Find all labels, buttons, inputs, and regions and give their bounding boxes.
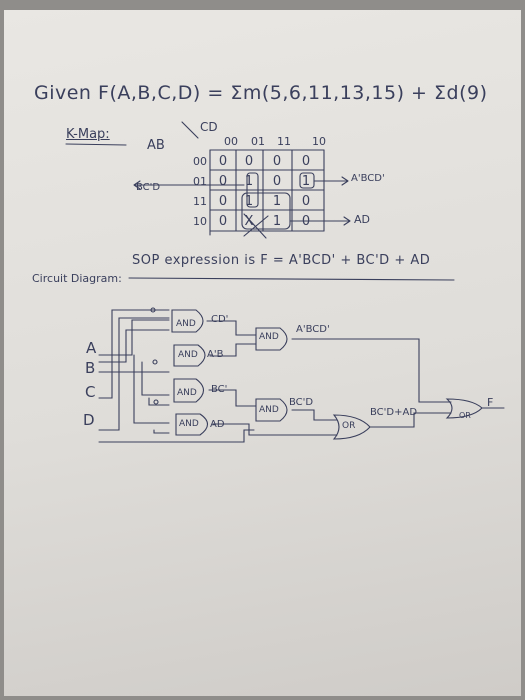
kmap-cell: 0 bbox=[218, 174, 228, 189]
kmap-cell: 0 bbox=[218, 214, 228, 229]
paper-sheet: Given F(A,B,C,D) = Σm(5,6,11,13,15) + Σd… bbox=[4, 10, 521, 696]
dont-care-cross bbox=[243, 213, 269, 239]
and-gate-4 bbox=[175, 413, 209, 436]
group-bcd-loop bbox=[246, 172, 259, 208]
and-gate-1 bbox=[171, 309, 204, 333]
and-gate-4-label: AND bbox=[179, 419, 199, 429]
kmap-col-header: 10 bbox=[312, 135, 326, 148]
output-f-label: F bbox=[487, 396, 494, 409]
kmap-diagonal bbox=[181, 121, 199, 139]
inverter-bubble bbox=[153, 399, 159, 405]
kmap-cell: 1 bbox=[272, 214, 282, 229]
kmap-cell: 0 bbox=[301, 194, 311, 209]
problem-title: Given F(A,B,C,D) = Σm(5,6,11,13,15) + Σd… bbox=[34, 82, 488, 104]
and-gate-2-label: AND bbox=[178, 350, 198, 360]
and-gate-3-label: AND bbox=[177, 388, 197, 398]
group-label-abcd: A'BCD' bbox=[351, 173, 385, 184]
wire-bcd-ad bbox=[369, 412, 452, 428]
kmap-row-header: 00 bbox=[193, 155, 207, 168]
and-gate-3 bbox=[173, 378, 205, 403]
and-gate-5 bbox=[255, 327, 288, 351]
kmap-cell: 1 bbox=[272, 194, 282, 209]
kmap-col-var: CD bbox=[200, 120, 218, 134]
group-label-bcd: BC'D bbox=[136, 182, 161, 193]
and-gate-5-label: AND bbox=[259, 332, 279, 342]
input-a-label: A bbox=[86, 339, 97, 357]
input-c-label: C bbox=[85, 383, 96, 401]
kmap-cell: 1 bbox=[244, 194, 254, 209]
inverter-bubble bbox=[152, 359, 158, 365]
kmap-cell: 0 bbox=[272, 154, 282, 169]
group-abcd-loop bbox=[299, 172, 315, 189]
group-ad-loop bbox=[241, 192, 291, 230]
kmap-cell: X bbox=[244, 214, 254, 229]
sop-underline bbox=[128, 277, 455, 281]
or-gate-2-label: OR bbox=[459, 411, 471, 420]
and-gate-6-label: AND bbox=[259, 405, 279, 415]
input-b-label: B bbox=[85, 359, 96, 377]
and-gate-6 bbox=[255, 398, 288, 422]
kmap-row-var: AB bbox=[147, 138, 165, 153]
and-gate-2 bbox=[173, 344, 206, 367]
kmap-cell: 0 bbox=[218, 154, 228, 169]
circuit-heading: Circuit Diagram: bbox=[32, 272, 122, 285]
label-cd: CD' bbox=[211, 314, 229, 325]
label-bcd-plus-ad: BC'D+AD bbox=[370, 407, 418, 418]
group-label-ad: AD bbox=[354, 213, 370, 226]
and-gate-1-label: AND bbox=[176, 319, 196, 329]
or-gate-2 bbox=[445, 398, 483, 419]
kmap-row-header: 10 bbox=[193, 215, 207, 228]
input-d-label: D bbox=[83, 411, 95, 429]
kmap-heading: K-Map: bbox=[66, 127, 110, 142]
kmap-grid bbox=[209, 149, 325, 236]
wire-ad bbox=[212, 423, 338, 436]
kmap-col-header: 11 bbox=[277, 135, 291, 148]
kmap-col-header: 00 bbox=[224, 135, 238, 148]
drawing-layer bbox=[65, 121, 505, 443]
kmap-cell: 1 bbox=[244, 174, 254, 189]
kmap-cell: 1 bbox=[301, 174, 311, 189]
wire-bcd bbox=[291, 409, 338, 421]
kmap-cell: 0 bbox=[301, 154, 311, 169]
kmap-col-header: 01 bbox=[251, 135, 265, 148]
inverter-bubble bbox=[150, 307, 156, 313]
arrow-bcd bbox=[133, 180, 245, 190]
sop-expression: SOP expression is F = A'BCD' + BC'D + AD bbox=[132, 253, 431, 268]
label-ab: A'B bbox=[207, 349, 224, 360]
or-gate-1-label: OR bbox=[342, 421, 356, 431]
kmap-heading-underline bbox=[65, 143, 127, 146]
kmap-row-header: 11 bbox=[193, 195, 207, 208]
arrow-ad bbox=[289, 216, 351, 226]
label-abcd: A'BCD' bbox=[296, 324, 330, 335]
kmap-cell: 0 bbox=[218, 194, 228, 209]
kmap-cell: 0 bbox=[272, 174, 282, 189]
or-gate-1 bbox=[332, 414, 371, 440]
wire-abcd bbox=[291, 338, 452, 403]
label-bcd: BC'D bbox=[289, 397, 314, 408]
kmap-cell: 0 bbox=[244, 154, 254, 169]
arrow-abcd bbox=[313, 176, 349, 186]
